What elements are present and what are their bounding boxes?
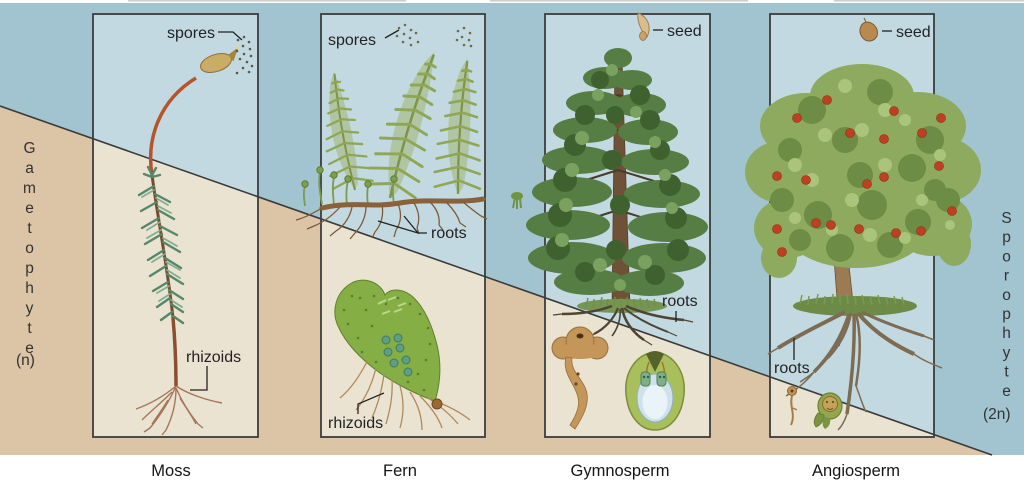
fern-prothallus-highlight xyxy=(377,296,407,315)
moss-illustration xyxy=(135,35,254,436)
panel-name-gymnosperm: Gymnosperm xyxy=(570,462,670,480)
fern-rhizome xyxy=(319,196,486,211)
gymnosperm-roots-label: roots xyxy=(662,293,698,310)
angiosperm-illustration xyxy=(745,17,981,431)
gymnosperm-seed-label: seed xyxy=(667,23,702,40)
angiosperm-ovule xyxy=(813,392,843,429)
gymnosperm-seed-icon xyxy=(637,12,650,41)
fern-roots xyxy=(295,201,488,240)
pine-grass xyxy=(585,296,657,309)
fern-panel-border xyxy=(320,13,486,438)
gymnosperm-ovule xyxy=(625,351,685,431)
moss-rhizoids-leader-line xyxy=(190,366,208,391)
pine-foliage xyxy=(526,48,708,296)
fern-rhizoids-label: rhizoids xyxy=(328,415,383,432)
sporophyte-ploidy-label: (2n) xyxy=(983,406,1011,423)
fern-spore-dots xyxy=(395,23,473,48)
moss-leaves xyxy=(137,165,185,325)
angiosperm-seed-icon xyxy=(859,17,878,42)
angiosperm-seed-label: seed xyxy=(896,24,931,41)
gametophyte-ploidy-label: (n) xyxy=(16,352,35,369)
panel-borders xyxy=(92,13,935,438)
moss-spore-dots xyxy=(235,35,254,75)
apples xyxy=(772,95,957,257)
fern-spores-label: spores xyxy=(328,32,376,49)
pine-foliage-highlights xyxy=(555,64,678,291)
fern-prothallus-rhizoids xyxy=(339,359,471,431)
moss-spores-leader-line xyxy=(218,31,243,41)
apple-tree-roots xyxy=(767,310,943,431)
apple-tree-grass xyxy=(799,293,905,306)
fern-illustration xyxy=(295,23,523,431)
fern-roots-label: roots xyxy=(431,225,467,242)
panel-name-angiosperm: Angiosperm xyxy=(811,462,901,480)
gymnosperm-illustration xyxy=(526,12,708,431)
moss-spores-label: spores xyxy=(167,25,215,42)
fern-roots-leader-line xyxy=(377,215,427,234)
panel-name-moss: Moss xyxy=(151,462,191,480)
fern-fiddlehead-stems xyxy=(302,171,395,207)
angiosperm-roots-label: roots xyxy=(774,360,810,377)
panel-name-fern: Fern xyxy=(383,462,417,480)
moss-annotations: spores rhizoids xyxy=(167,25,243,391)
top-edge-artifact xyxy=(128,0,1024,2)
fern-spores-leader-line xyxy=(384,29,400,39)
sporophyte-axis-label: Sporophyte xyxy=(998,210,1015,402)
fern-old-spore xyxy=(431,398,443,410)
gametophyte-axis-label: Gametophyte xyxy=(21,140,38,360)
gymnosperm-annotations: seed roots xyxy=(653,23,702,322)
fern-prothallus-texture xyxy=(342,294,432,392)
angiosperm-annotations: seed roots xyxy=(774,24,931,377)
gymnosperm-gametophyte xyxy=(551,326,609,430)
small-sprout-top xyxy=(511,192,523,200)
fern-fiddleheads xyxy=(301,166,398,188)
fern-archegonia xyxy=(381,333,413,377)
moss-rhizoids xyxy=(135,385,223,436)
moss-panel-border xyxy=(92,13,259,438)
fern-rhizoids-leader-line xyxy=(357,392,385,414)
fern-annotations: spores roots rhizoids xyxy=(328,29,467,432)
angiosperm-seedling xyxy=(787,386,798,426)
moss-rhizoids-label: rhizoids xyxy=(186,349,241,366)
